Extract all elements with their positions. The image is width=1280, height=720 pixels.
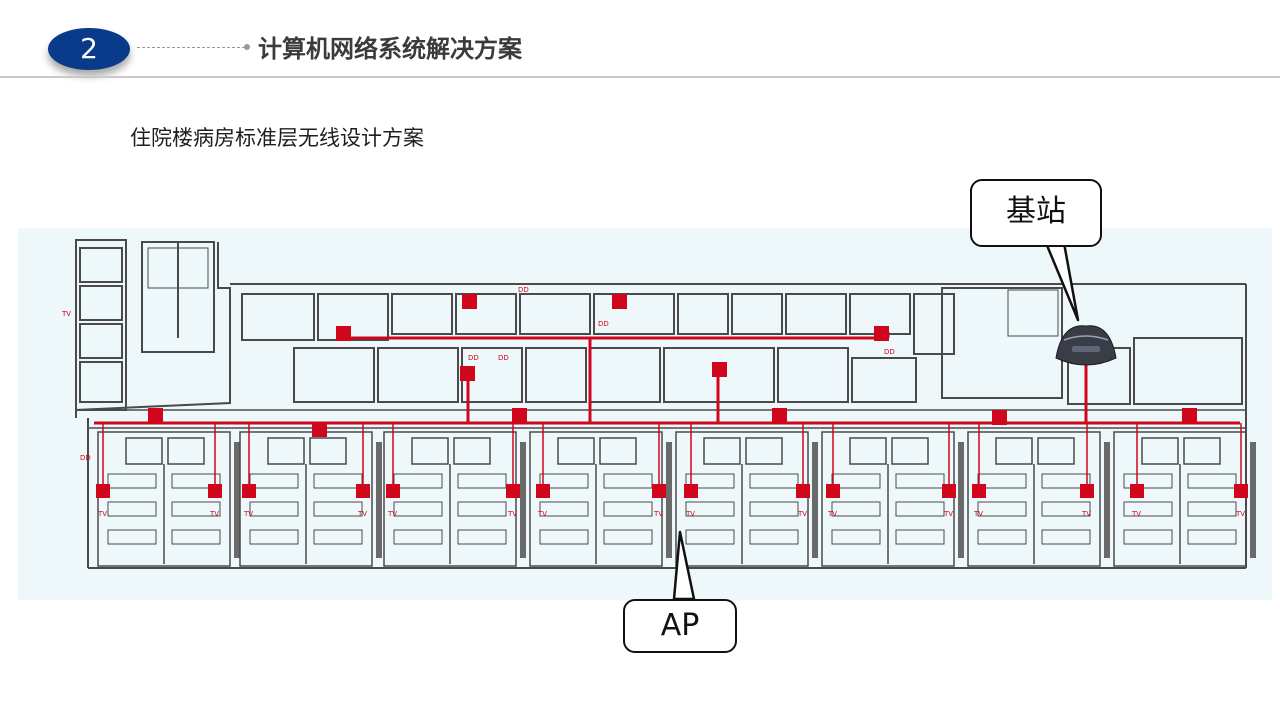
tv-label: TV bbox=[507, 510, 517, 518]
ap-marker bbox=[942, 484, 956, 498]
ap-marker bbox=[796, 484, 810, 498]
ap-marker bbox=[386, 484, 400, 498]
slide-subtitle: 住院楼病房标准层无线设计方案 bbox=[130, 126, 424, 150]
ap-marker bbox=[208, 484, 222, 498]
ap-marker bbox=[684, 484, 698, 498]
ap-marker bbox=[336, 326, 351, 341]
ap-marker bbox=[612, 294, 627, 309]
ap-marker bbox=[506, 484, 520, 498]
ap-marker bbox=[312, 422, 327, 437]
ap-marker bbox=[874, 326, 889, 341]
ap-marker bbox=[772, 408, 787, 423]
tv-label: TV bbox=[387, 510, 397, 518]
ward-room bbox=[675, 431, 818, 567]
tv-label: TV bbox=[797, 510, 807, 518]
slide-title: 计算机网络系统解决方案 bbox=[258, 35, 522, 63]
ward-room bbox=[821, 431, 964, 567]
tv-label: TV bbox=[653, 510, 663, 518]
ap-marker bbox=[992, 410, 1007, 425]
ap-marker bbox=[512, 408, 527, 423]
ap-callout: AP bbox=[623, 599, 737, 653]
tv-label: TV bbox=[827, 510, 837, 518]
dd-label: DD bbox=[598, 320, 609, 328]
ap-marker bbox=[148, 408, 163, 423]
tv-label: TV bbox=[1235, 510, 1245, 518]
ward-room bbox=[239, 431, 382, 567]
tv-label: TV bbox=[61, 310, 71, 318]
floor-plan-drawing: TV TV TV TV TV TV TV TV TV TV TV TV TV TV TV TV DD DD DD DD… bbox=[61, 239, 1256, 569]
header-dot bbox=[244, 44, 250, 50]
ap-marker bbox=[1234, 484, 1248, 498]
tv-label: TV bbox=[357, 510, 367, 518]
header-dotted-connector bbox=[137, 47, 245, 48]
ap-marker bbox=[712, 362, 727, 377]
dd-label: DD bbox=[498, 354, 509, 362]
slide-header: 2 计算机网络系统解决方案 bbox=[0, 0, 1280, 80]
dd-label: DD bbox=[80, 454, 91, 462]
ward-room bbox=[529, 431, 672, 567]
ap-marker bbox=[462, 294, 477, 309]
tv-label: TV bbox=[243, 510, 253, 518]
ap-marker bbox=[96, 484, 110, 498]
tv-label: TV bbox=[209, 510, 219, 518]
tv-label: TV bbox=[685, 510, 695, 518]
ward-room bbox=[967, 431, 1110, 567]
ap-marker bbox=[1080, 484, 1094, 498]
section-badge: 2 bbox=[48, 28, 130, 70]
ap-marker bbox=[356, 484, 370, 498]
base-station-device bbox=[1055, 325, 1117, 366]
ap-marker bbox=[1182, 408, 1197, 423]
base-station-callout: 基站 bbox=[970, 179, 1102, 247]
header-divider bbox=[0, 76, 1280, 78]
ap-marker bbox=[972, 484, 986, 498]
dd-label: DD bbox=[468, 354, 479, 362]
ward-room bbox=[97, 431, 240, 567]
floor-plan: TV TV TV TV TV TV TV TV TV TV TV TV TV TV TV TV DD DD DD DD… bbox=[18, 228, 1272, 600]
ward-room bbox=[383, 431, 526, 567]
tv-label: TV bbox=[973, 510, 983, 518]
dd-label: DD bbox=[518, 286, 529, 294]
ap-marker bbox=[652, 484, 666, 498]
ap-marker bbox=[460, 366, 475, 381]
tv-label: TV bbox=[97, 510, 107, 518]
ap-marker bbox=[1130, 484, 1144, 498]
ward-room bbox=[1113, 431, 1256, 567]
tv-label: TV bbox=[537, 510, 547, 518]
ap-marker bbox=[536, 484, 550, 498]
dd-label: DD bbox=[884, 348, 895, 356]
ap-marker bbox=[242, 484, 256, 498]
tv-label: TV bbox=[1081, 510, 1091, 518]
tv-label: TV bbox=[1131, 510, 1141, 518]
tv-label: TV bbox=[943, 510, 953, 518]
ap-marker bbox=[826, 484, 840, 498]
